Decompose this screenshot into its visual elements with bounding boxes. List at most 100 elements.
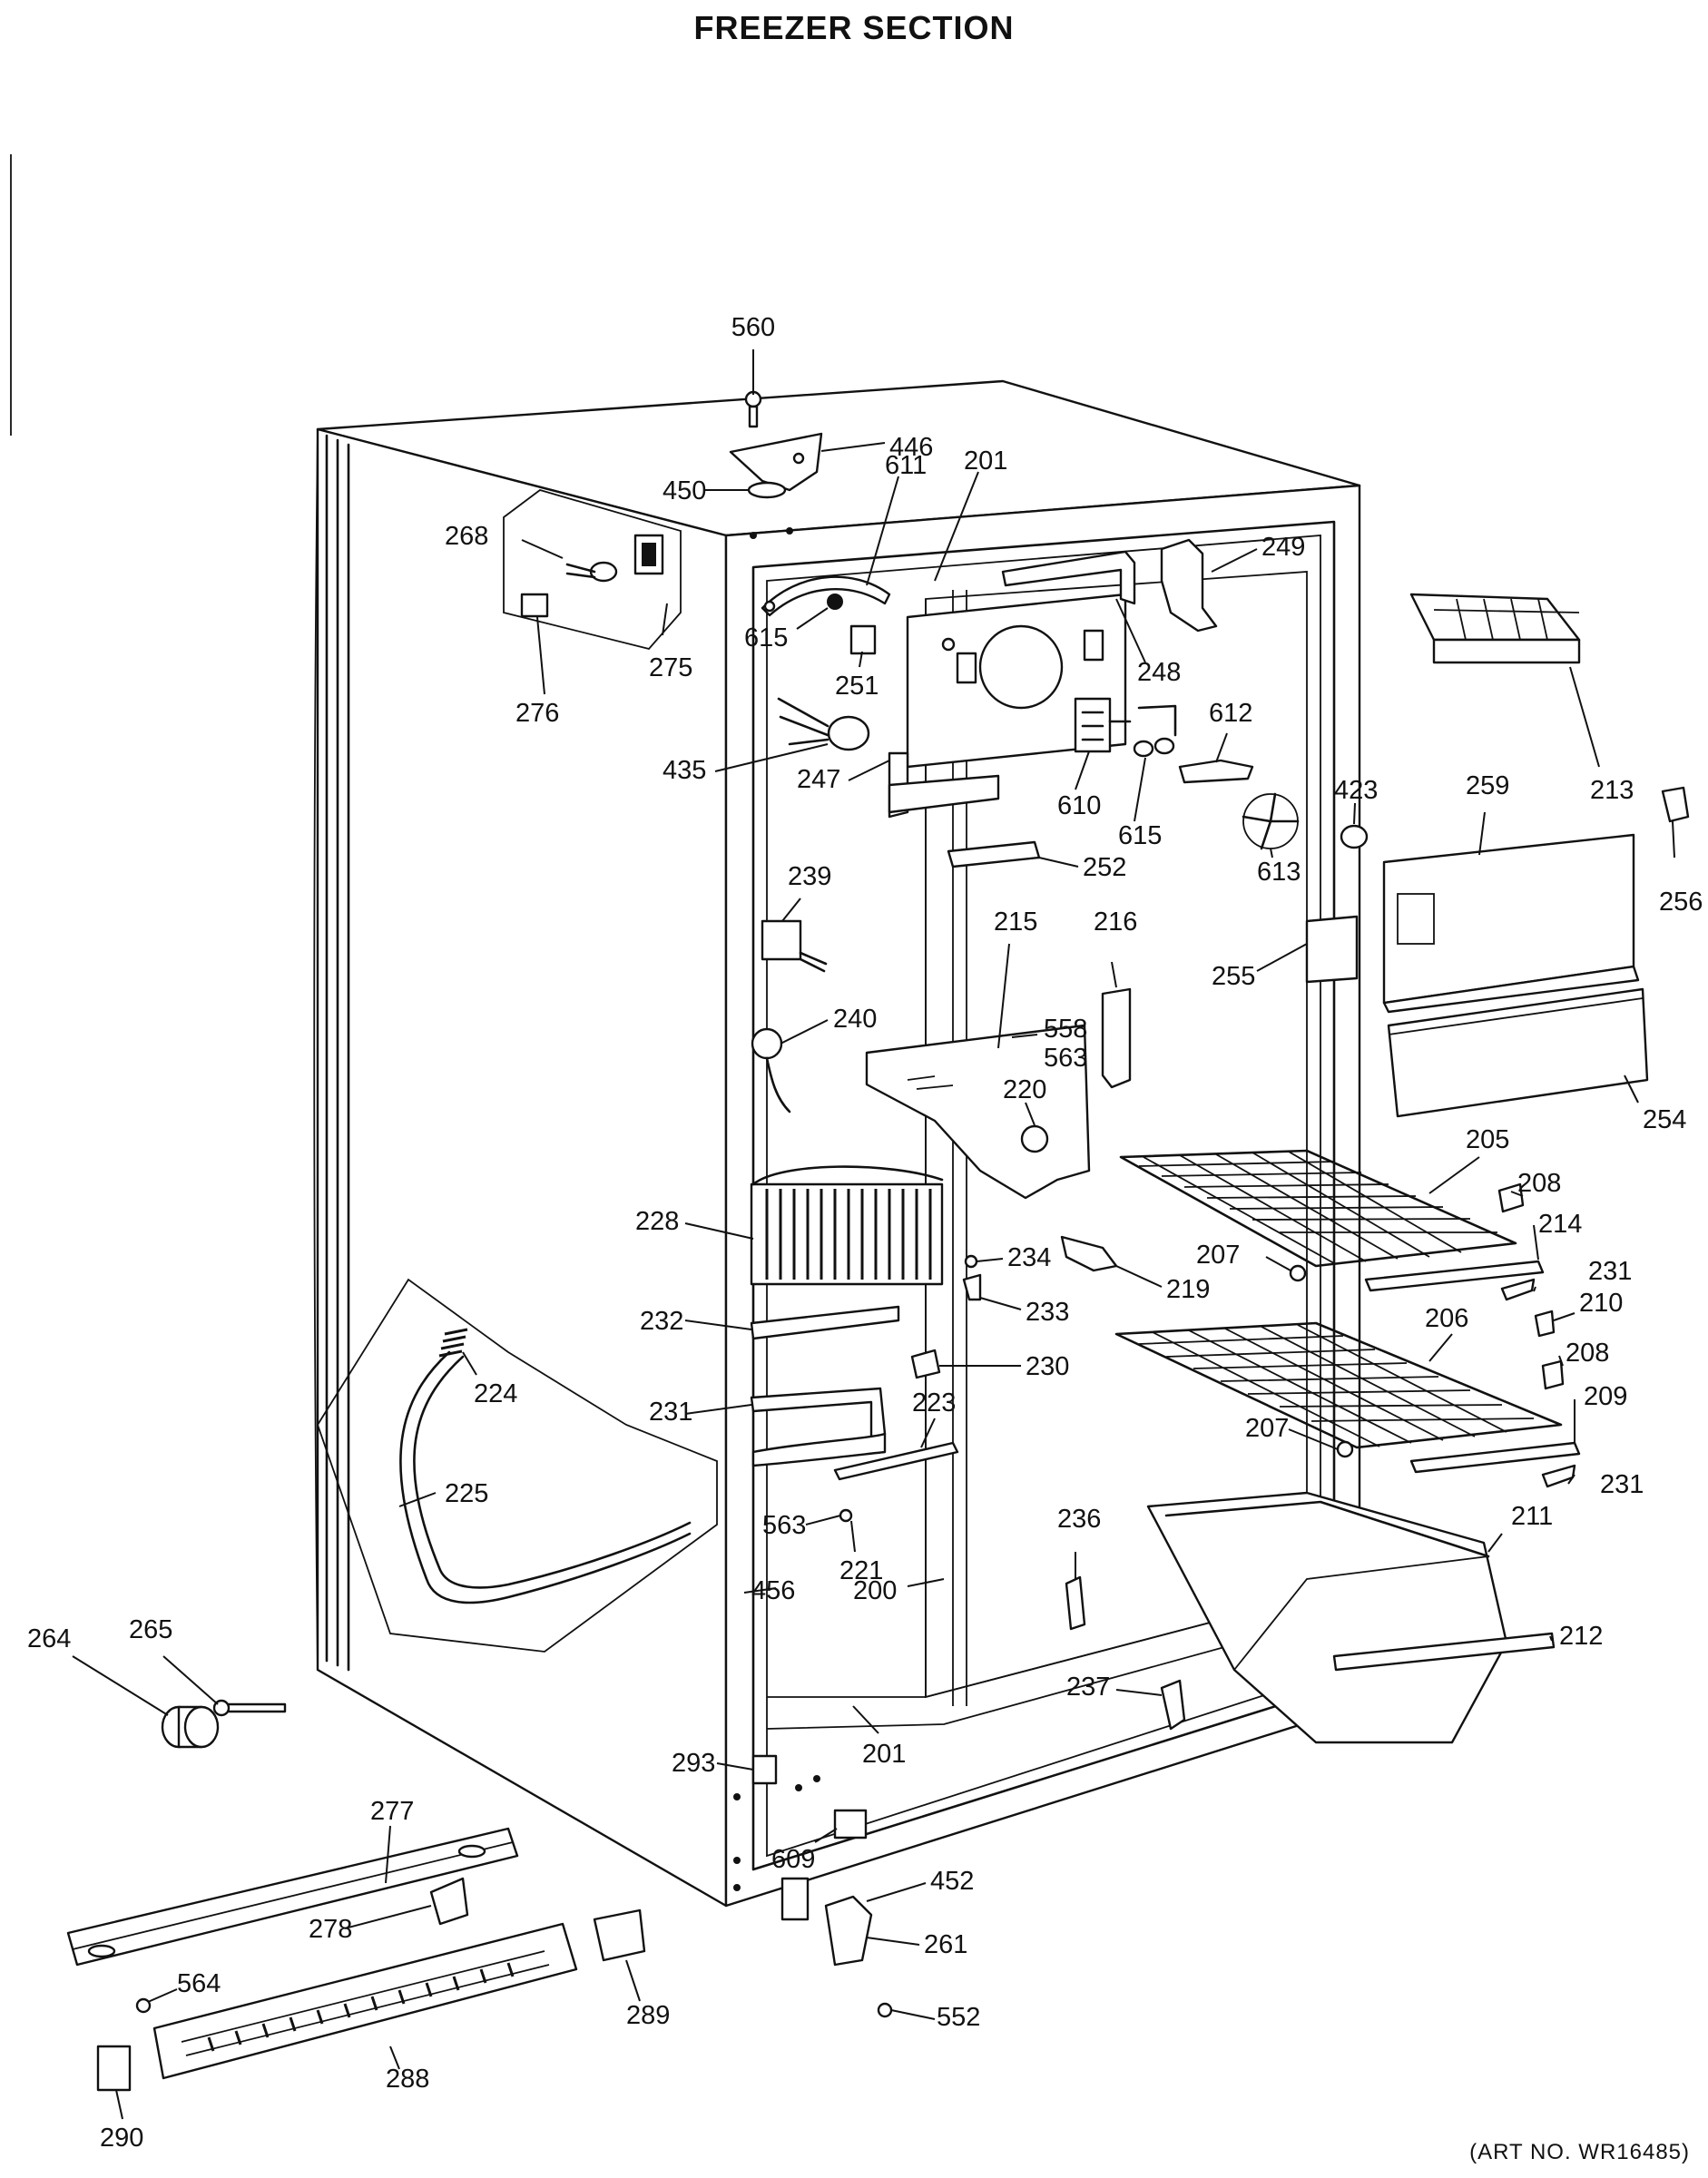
callout-205: 205 xyxy=(1466,1125,1509,1154)
callout-558: 558 xyxy=(1044,1015,1087,1044)
part-231-lower xyxy=(1541,1464,1576,1488)
part-221-screw xyxy=(839,1508,853,1523)
callout-450: 450 xyxy=(663,476,706,505)
part-212-handle xyxy=(1332,1632,1556,1672)
callout-615-upper: 615 xyxy=(744,623,788,652)
callout-247: 247 xyxy=(797,765,840,794)
part-232 xyxy=(750,1305,900,1340)
part-219-heater-clip xyxy=(1060,1235,1118,1272)
part-233-bracket xyxy=(962,1273,982,1301)
callout-212: 212 xyxy=(1559,1622,1603,1651)
part-254-shelf-front xyxy=(1387,987,1649,1118)
callout-289: 289 xyxy=(626,2001,670,2030)
part-231-upper xyxy=(1500,1278,1536,1301)
callout-231-lower: 231 xyxy=(1600,1470,1644,1499)
callout-239: 239 xyxy=(788,862,831,891)
part-290 xyxy=(96,2045,132,2092)
callout-251: 251 xyxy=(835,672,879,701)
part-612-bracket xyxy=(1178,759,1254,784)
callout-221: 221 xyxy=(839,1556,883,1585)
callout-207-lower: 207 xyxy=(1245,1414,1289,1443)
part-206-wire-shelf xyxy=(1114,1321,1563,1449)
part-277-toe-rail xyxy=(66,1827,519,1967)
callout-210: 210 xyxy=(1579,1289,1623,1318)
callout-214: 214 xyxy=(1538,1210,1582,1239)
art-number: (ART NO. WR16485) xyxy=(1469,2140,1690,2164)
part-215-cover xyxy=(865,1024,1091,1200)
part-265-pin xyxy=(212,1699,287,1717)
part-560-screw xyxy=(744,390,762,428)
callout-268: 268 xyxy=(445,522,488,551)
callout-220: 220 xyxy=(1003,1075,1046,1104)
callout-435: 435 xyxy=(663,756,706,785)
callout-261: 261 xyxy=(924,1930,967,1959)
part-259-door xyxy=(1382,833,1640,1014)
callout-563-upper: 563 xyxy=(1044,1044,1087,1073)
part-236 xyxy=(1065,1575,1086,1631)
callout-209: 209 xyxy=(1584,1382,1627,1411)
part-230 xyxy=(910,1349,941,1379)
callout-275: 275 xyxy=(649,653,692,682)
part-248-rail xyxy=(1001,550,1136,605)
callout-233: 233 xyxy=(1026,1298,1069,1327)
callout-293: 293 xyxy=(672,1749,715,1778)
part-214 xyxy=(1364,1260,1545,1292)
part-237 xyxy=(1160,1679,1186,1731)
callout-211: 211 xyxy=(1511,1502,1553,1531)
callout-228: 228 xyxy=(635,1207,679,1236)
callout-552: 552 xyxy=(937,2003,980,2032)
part-249 xyxy=(1160,538,1218,633)
part-450-washer xyxy=(747,481,787,499)
leader-lines xyxy=(72,349,1675,2120)
part-446-hinge xyxy=(729,432,823,492)
callout-277: 277 xyxy=(370,1797,414,1826)
part-211-basket xyxy=(1146,1491,1508,1744)
callout-615-lower: 615 xyxy=(1118,821,1162,850)
part-207-upper xyxy=(1289,1264,1307,1282)
part-288-grille xyxy=(152,1922,578,2080)
part-248-evaporator-cover xyxy=(888,593,1127,819)
callout-206: 206 xyxy=(1425,1304,1468,1333)
part-209 xyxy=(1409,1441,1581,1474)
callout-232: 232 xyxy=(640,1307,683,1336)
part-234-clip xyxy=(964,1254,978,1269)
callout-208-lower: 208 xyxy=(1566,1339,1609,1368)
callout-240: 240 xyxy=(833,1005,877,1034)
callout-290: 290 xyxy=(100,2124,143,2153)
part-609 xyxy=(833,1809,868,1840)
callout-265: 265 xyxy=(129,1615,172,1644)
part-213-ice-tray xyxy=(1409,593,1581,664)
part-435-socket xyxy=(777,697,870,751)
callout-259: 259 xyxy=(1466,771,1509,800)
diagram-title: FREEZER SECTION xyxy=(693,9,1015,46)
part-228-evaporator xyxy=(750,1165,944,1286)
part-251 xyxy=(849,624,877,655)
callout-213: 213 xyxy=(1590,776,1634,805)
part-205-wire-shelf xyxy=(1119,1149,1517,1268)
callout-237: 237 xyxy=(1066,1673,1110,1702)
callout-452: 452 xyxy=(930,1867,974,1896)
part-223-rail xyxy=(833,1441,959,1481)
part-615-grommets xyxy=(1133,704,1177,758)
callout-256: 256 xyxy=(1659,888,1703,917)
callout-200: 200 xyxy=(853,1576,897,1605)
callout-216: 216 xyxy=(1094,908,1137,937)
part-207-lower xyxy=(1336,1440,1354,1458)
callout-613: 613 xyxy=(1257,858,1301,887)
callout-611: 611 xyxy=(885,451,927,480)
part-256 xyxy=(1661,786,1690,823)
callout-252: 252 xyxy=(1083,853,1126,882)
part-564-screw xyxy=(135,1997,152,2014)
part-552-screw xyxy=(877,2002,893,2018)
part-239-relay xyxy=(761,919,828,973)
callout-456: 456 xyxy=(751,1576,795,1605)
callout-223: 223 xyxy=(912,1388,956,1418)
side-control-group xyxy=(503,489,682,651)
part-261-hinge xyxy=(824,1895,873,1967)
callout-231-middle: 231 xyxy=(649,1398,692,1427)
callout-288: 288 xyxy=(386,2065,429,2094)
part-423-bulb xyxy=(1340,824,1369,849)
callout-230: 230 xyxy=(1026,1352,1069,1381)
callout-564: 564 xyxy=(177,1969,221,1998)
